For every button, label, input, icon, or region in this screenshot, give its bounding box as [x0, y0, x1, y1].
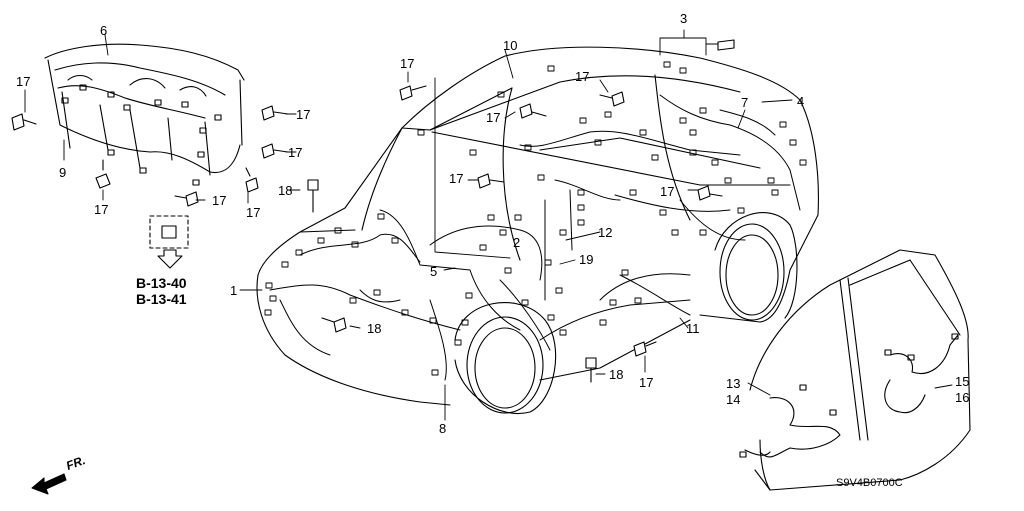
diagram-code: S9V4B0700C — [836, 477, 903, 489]
part-label: 14 — [726, 392, 741, 407]
bolt-label: 17 — [212, 193, 227, 208]
reference-link[interactable]: B-13-40 — [136, 275, 187, 291]
door-panel-drawing — [739, 249, 971, 491]
part-label: 6 — [100, 23, 108, 38]
bolt-icons — [11, 39, 735, 383]
bolt-label: 17 — [246, 205, 261, 220]
part-label: 9 — [59, 165, 67, 180]
bolt-label: 17 — [94, 202, 109, 217]
bolt-label: 17 — [486, 110, 501, 125]
part-label: 16 — [955, 390, 970, 405]
part-label: 17 — [639, 375, 654, 390]
bolt-label: 17 — [288, 145, 303, 160]
wire-harness-routing — [269, 94, 801, 381]
bolt-label: 17 — [296, 107, 311, 122]
bolt-label: 17 — [449, 171, 464, 186]
dashboard-harness-drawing — [44, 43, 245, 186]
leader-lines — [24, 29, 953, 421]
front-arrow-icon — [31, 473, 67, 495]
part-label: 12 — [598, 225, 613, 240]
rear-wheel — [714, 212, 798, 321]
harness-connectors — [264, 61, 807, 376]
reference-dashed-box — [149, 215, 189, 249]
part-label: 8 — [439, 421, 447, 436]
bolt-label: 18 — [367, 321, 382, 336]
part-label: 19 — [579, 252, 594, 267]
part-label: 2 — [513, 235, 521, 250]
part-label: 7 — [741, 95, 749, 110]
part-label: 3 — [680, 11, 688, 26]
bolt-label: 18 — [278, 183, 293, 198]
bolt-label: 18 — [609, 367, 624, 382]
part-label: 13 — [726, 376, 741, 391]
vehicle-body-outline — [256, 46, 819, 406]
bolt-label: 17 — [400, 56, 415, 71]
bolt-label: 17 — [575, 69, 590, 84]
part-label: 5 — [430, 264, 438, 279]
reference-arrow-icon — [157, 249, 183, 269]
front-wheel — [454, 302, 557, 414]
part-label: 4 — [797, 94, 805, 109]
reference-link[interactable]: B-13-41 — [136, 291, 187, 307]
part-label: 1 — [230, 283, 238, 298]
part-label: 10 — [503, 38, 518, 53]
bolt-label: 17 — [660, 184, 675, 199]
part-label: 15 — [955, 374, 970, 389]
bolt-label: 17 — [16, 74, 31, 89]
part-label: 11 — [686, 321, 700, 336]
